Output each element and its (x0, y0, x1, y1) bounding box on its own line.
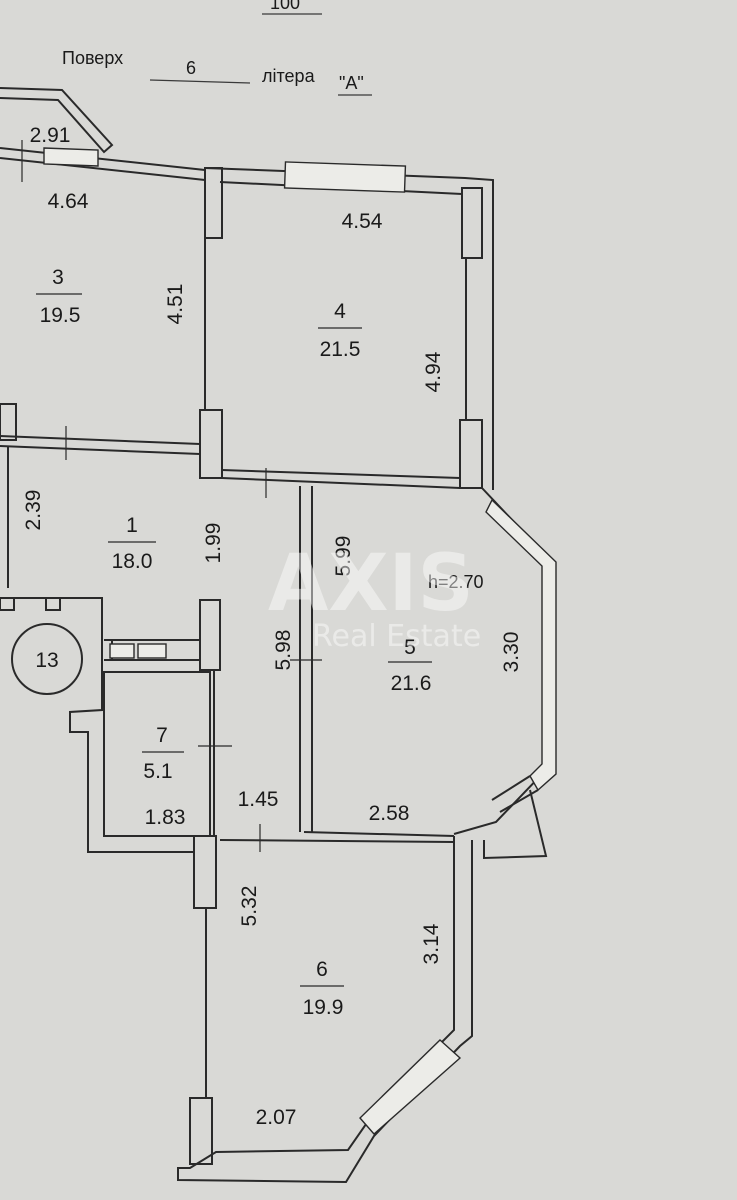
dim-label: 5.98 (272, 630, 295, 671)
room-5-label: 5 21.6 (388, 636, 432, 695)
header-top-number: 100 (270, 0, 300, 13)
dim-label: 2.91 (30, 124, 71, 147)
dim-label: 2.58 (369, 802, 410, 825)
letter-label: літера (262, 66, 316, 86)
room-number: 6 (316, 958, 328, 981)
stair-circle (11, 623, 83, 695)
floor-label: Поверх (62, 48, 123, 68)
room-area: 5.1 (143, 760, 172, 783)
room-area: 19.5 (40, 304, 81, 327)
stair-number: 13 (35, 649, 58, 672)
watermark-brand: AXIS (268, 539, 474, 629)
dim-label: 3.14 (420, 923, 443, 964)
room-number: 7 (156, 724, 168, 747)
dim-label: 2.39 (22, 490, 45, 531)
dim-label: 1.45 (238, 788, 279, 811)
room-7-label: 7 5.1 (142, 724, 184, 783)
letter-value: "А" (339, 73, 364, 93)
dim-label: 5.32 (238, 886, 261, 927)
room-3-label: 3 19.5 (36, 266, 82, 327)
room-area: 21.5 (320, 338, 361, 361)
watermark-sub: Real Estate (312, 619, 481, 654)
dim-label: 5.99 (332, 536, 355, 577)
room-number: 3 (52, 266, 64, 289)
ceiling-height: h=2.70 (428, 572, 484, 592)
room-number: 5 (404, 636, 416, 659)
dim-label: 1.99 (202, 523, 225, 564)
room-6-label: 6 19.9 (300, 958, 344, 1019)
dim-label: 1.83 (145, 806, 186, 829)
dim-label: 4.54 (342, 210, 383, 233)
dim-label: 4.51 (164, 284, 187, 325)
dim-label: 3.30 (500, 632, 523, 673)
floor-underline (149, 79, 251, 84)
room-number: 1 (126, 514, 138, 537)
room-1-label: 1 18.0 (108, 514, 156, 573)
room-area: 21.6 (391, 672, 432, 695)
room-area: 19.9 (303, 996, 344, 1019)
dim-label: 4.94 (422, 351, 445, 392)
walls (0, 87, 557, 1184)
dim-label: 4.64 (48, 190, 89, 213)
room-area: 18.0 (112, 550, 153, 573)
floor-value: 6 (186, 58, 196, 78)
room-4-label: 4 21.5 (318, 300, 362, 361)
dim-label: 2.07 (256, 1106, 297, 1129)
room-number: 4 (334, 300, 346, 323)
